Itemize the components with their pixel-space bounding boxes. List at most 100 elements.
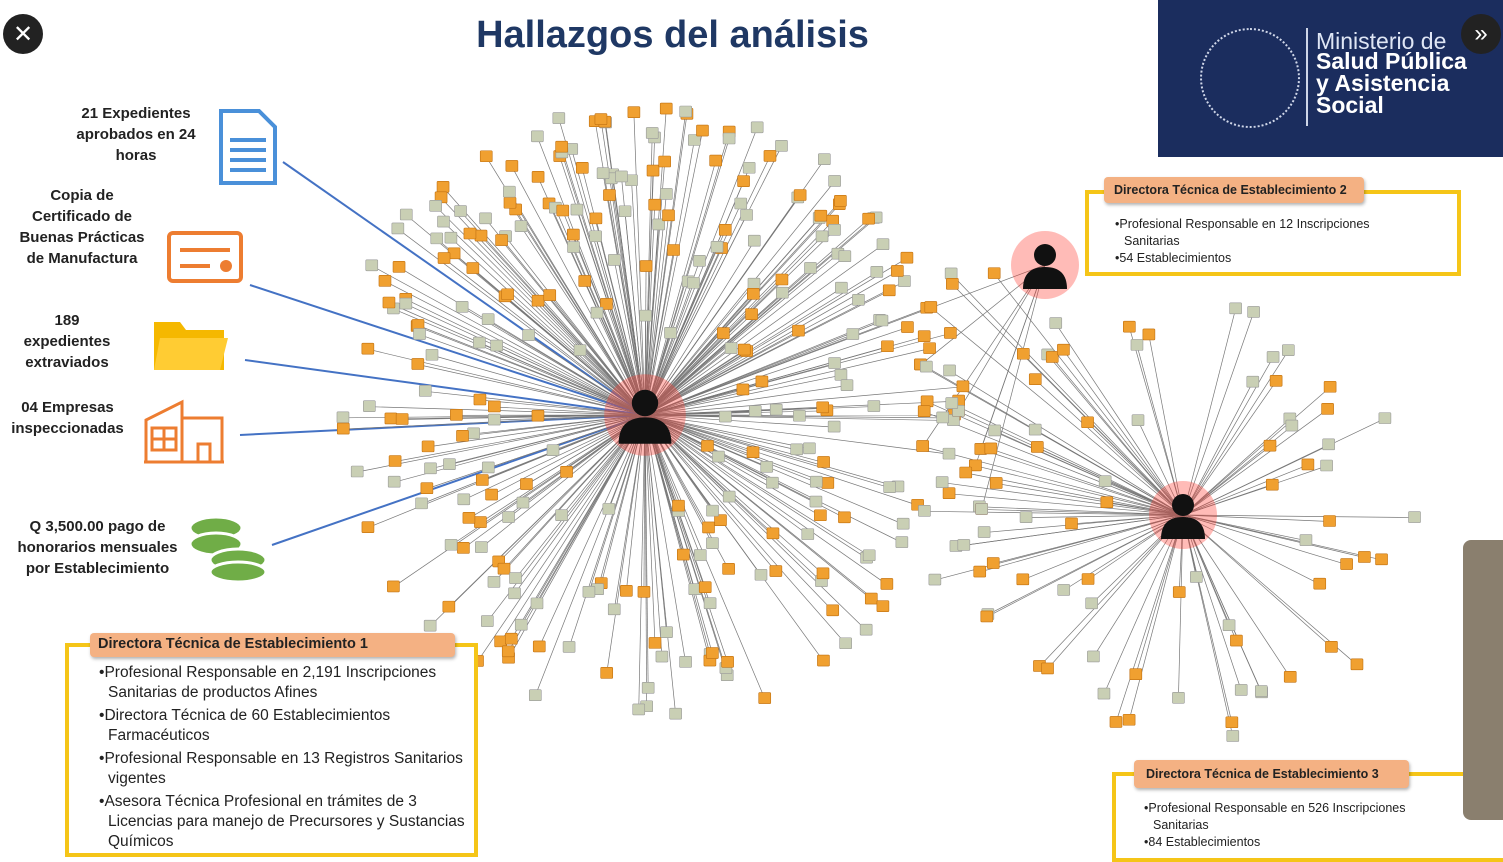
network-node [835, 282, 847, 293]
network-node [363, 401, 375, 412]
network-edge [399, 267, 645, 415]
network-node [475, 230, 487, 241]
network-node [438, 216, 450, 227]
network-node [400, 298, 412, 309]
network-node [776, 287, 788, 298]
network-node [663, 210, 675, 221]
network-node [488, 576, 500, 587]
network-node [943, 488, 955, 499]
network-node [1082, 417, 1094, 428]
network-node [579, 275, 591, 286]
network-node [976, 503, 988, 514]
network-node [688, 277, 700, 288]
close-icon: ✕ [13, 20, 33, 49]
network-node [515, 221, 527, 232]
network-node [747, 288, 759, 299]
person-head-icon [1034, 244, 1056, 266]
network-node [458, 494, 470, 505]
network-node [1226, 717, 1238, 728]
network-node [553, 113, 565, 124]
network-node [722, 656, 734, 667]
network-node [633, 704, 645, 715]
network-node [1255, 686, 1267, 697]
network-node [576, 162, 588, 173]
network-node [816, 231, 828, 242]
network-node [1143, 329, 1155, 340]
network-node [1099, 476, 1111, 487]
network-node [818, 154, 830, 165]
network-node [670, 708, 682, 719]
network-node [897, 518, 909, 529]
network-node [1270, 375, 1282, 386]
network-node [1042, 663, 1054, 674]
network-node [480, 151, 492, 162]
network-node [455, 206, 467, 217]
finding-label: 21 Expedientes aprobados en 24 horas [66, 103, 206, 166]
network-node [480, 213, 492, 224]
network-node [583, 586, 595, 597]
network-node [661, 627, 673, 638]
network-node [804, 262, 816, 273]
network-node [921, 396, 933, 407]
network-node [717, 328, 729, 339]
network-node [419, 385, 431, 396]
network-node [723, 133, 735, 144]
network-node [1379, 413, 1391, 424]
network-node [707, 505, 719, 516]
network-node [944, 365, 956, 376]
network-node [1286, 420, 1298, 431]
factory-icon [142, 398, 226, 464]
network-node [590, 231, 602, 242]
network-node [794, 189, 806, 200]
network-node [424, 620, 436, 631]
network-node [1325, 641, 1337, 652]
network-node [649, 637, 661, 648]
network-node [1223, 620, 1235, 631]
network-node [719, 224, 731, 235]
network-node [1322, 403, 1334, 414]
network-node [383, 297, 395, 308]
network-node [974, 566, 986, 577]
network-node [1321, 460, 1333, 471]
network-node [351, 466, 363, 477]
box2-item: 54 Establecimientos [1115, 250, 1415, 267]
network-node [822, 477, 834, 488]
network-node [1029, 424, 1041, 435]
network-node [591, 307, 603, 318]
network-node [764, 150, 776, 161]
box1-item: Asesora Técnica Profesional en trámites … [99, 792, 474, 852]
network-node [672, 500, 684, 511]
network-node [608, 254, 620, 265]
network-node [523, 330, 535, 341]
network-node [561, 466, 573, 477]
network-node [659, 156, 671, 167]
close-button[interactable]: ✕ [3, 14, 43, 54]
network-node [603, 190, 615, 201]
network-node [590, 213, 602, 224]
box1-item: Profesional Responsable en 13 Registros … [99, 749, 474, 789]
network-node [877, 601, 889, 612]
network-node [884, 482, 896, 493]
next-button[interactable]: » [1461, 14, 1501, 54]
network-node [388, 476, 400, 487]
establishment-1-box: Profesional Responsable en 2,191 Inscrip… [65, 643, 478, 857]
network-node [464, 228, 476, 239]
ministry-logo: Ministerio de Salud Pública y Asistencia… [1158, 0, 1503, 157]
network-node [1020, 512, 1032, 523]
network-node [1017, 348, 1029, 359]
network-node [475, 542, 487, 553]
finding-label: 189 expedientes extraviados [12, 310, 122, 373]
network-node [476, 475, 488, 486]
network-node [767, 528, 779, 539]
network-node [749, 406, 761, 417]
network-node [445, 232, 457, 243]
certificate-icon [166, 230, 244, 284]
network-node [1058, 584, 1070, 595]
network-node [1227, 730, 1239, 741]
network-node [396, 413, 408, 424]
network-node [1065, 518, 1077, 529]
network-node [981, 611, 993, 622]
network-node [422, 441, 434, 452]
network-node [759, 693, 771, 704]
network-edge [645, 415, 918, 505]
